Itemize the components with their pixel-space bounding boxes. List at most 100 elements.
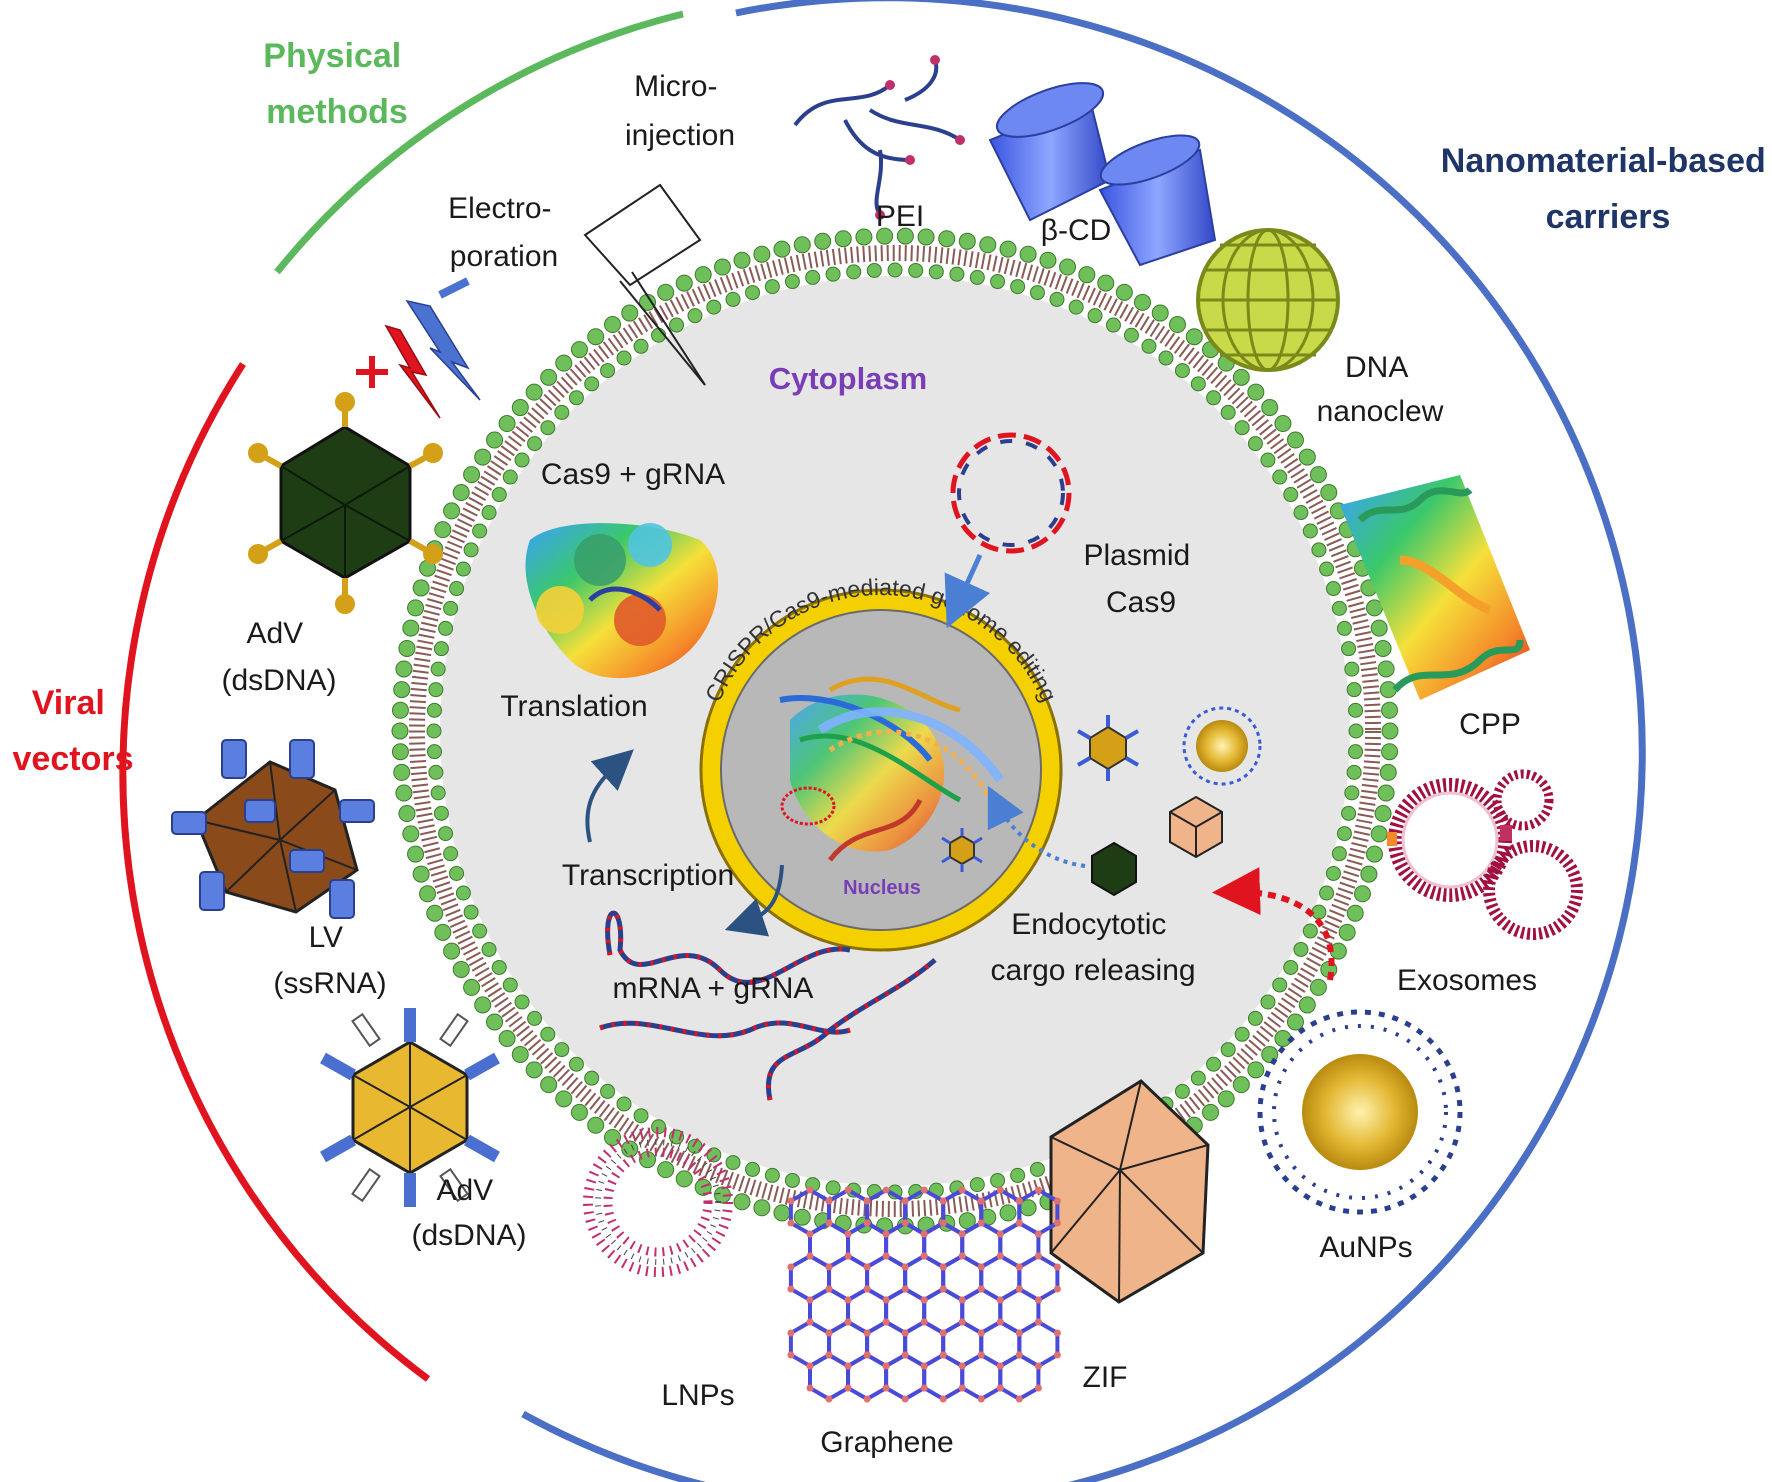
nanomaterial-arc: [521, 0, 1646, 1482]
membrane-bead: [472, 523, 488, 539]
membrane-bead: [426, 702, 442, 718]
membrane-bead: [675, 1170, 693, 1188]
membrane-bead: [438, 620, 454, 636]
graphene-atom: [958, 1296, 966, 1304]
cargo-adv-icon: [1091, 841, 1137, 897]
plasmid-cas9-label: Plasmid Cas9: [1083, 539, 1198, 619]
graphene-atom: [958, 1230, 966, 1238]
membrane-bead: [1348, 702, 1364, 718]
graphene-atom: [1015, 1285, 1023, 1293]
membrane-bead: [669, 317, 685, 333]
membrane-bead: [825, 1180, 841, 1196]
membrane-bead: [568, 390, 584, 406]
membrane-bead: [1286, 1013, 1304, 1031]
membrane-bead: [1260, 994, 1276, 1010]
membrane-bead: [540, 368, 558, 386]
membrane-bead: [603, 316, 621, 334]
membrane-bead: [486, 1013, 504, 1031]
graphene-cells: [787, 1186, 1061, 1403]
membrane-bead: [687, 308, 703, 324]
graphene-atom: [1053, 1351, 1061, 1359]
electroporation-label: Electro- poration: [448, 192, 560, 273]
micro-line-2: injection: [625, 119, 735, 152]
graphene-label: Graphene: [820, 1426, 953, 1459]
graphene-atom: [1053, 1285, 1061, 1293]
membrane-bead: [1220, 1042, 1236, 1058]
membrane-bead: [1377, 660, 1395, 678]
membrane-bead: [753, 245, 771, 263]
cyclodextrin-icon: [988, 82, 1217, 267]
graphene-atom: [1015, 1197, 1023, 1205]
membrane-bead: [793, 1208, 811, 1226]
graphene-atom: [1034, 1362, 1042, 1370]
membrane-bead: [764, 1167, 780, 1183]
membrane-bead: [1360, 865, 1378, 883]
viral-line-1: Viral: [32, 684, 105, 722]
membrane-bead: [1123, 327, 1139, 343]
membrane-bead: [1370, 825, 1388, 843]
membrane-bead: [398, 805, 416, 823]
graphene-atom: [825, 1351, 833, 1359]
membrane-bead: [514, 994, 530, 1010]
membrane-bead: [393, 763, 411, 781]
cargo-gold-particle-icon: [1182, 706, 1262, 786]
graphene-atom: [996, 1362, 1004, 1370]
membrane-bead: [1010, 279, 1026, 295]
membrane-bead: [1379, 763, 1397, 781]
graphene-cell: [922, 1352, 965, 1402]
graphene-atom: [939, 1219, 947, 1227]
membrane-bead: [713, 258, 731, 276]
graphene-atom: [863, 1329, 871, 1337]
membrane-bead: [438, 826, 454, 842]
membrane-bead: [1309, 466, 1327, 484]
aunp-entry-arrow: [1212, 867, 1335, 981]
membrane-bead: [887, 262, 903, 278]
graphene-atom: [996, 1252, 1004, 1260]
membrane-bead: [958, 232, 976, 250]
membrane-bead: [511, 399, 529, 417]
membrane-bead: [1344, 661, 1360, 677]
plasmid-cas9-icon: [950, 432, 1072, 554]
membrane-bead: [1217, 1090, 1235, 1108]
aunps-label: AuNPs: [1319, 1231, 1412, 1264]
graphene-atom: [787, 1285, 795, 1293]
lv-line-2: (ssRNA): [273, 967, 386, 1000]
graphene-atom: [920, 1384, 928, 1392]
membrane-bead: [725, 291, 741, 307]
nano-line-1: Nanomaterial-based: [1441, 142, 1766, 180]
membrane-bead: [525, 1061, 543, 1079]
graphene-atom: [882, 1384, 890, 1392]
membrane-bead: [1365, 845, 1383, 863]
adv-top-virus-icon: [248, 392, 443, 614]
graphene-atom: [939, 1395, 947, 1403]
electroporation-bolt-icon: [356, 277, 481, 419]
mrna-strands-icon: [599, 910, 937, 1101]
graphene-atom: [958, 1362, 966, 1370]
membrane-bead: [398, 639, 416, 657]
membrane-bead: [1320, 484, 1338, 502]
graphene-atom: [996, 1296, 1004, 1304]
membrane-bead: [825, 266, 841, 282]
membrane-bead: [395, 784, 413, 802]
membrane-bead: [1029, 1161, 1045, 1177]
membrane-bead: [434, 521, 452, 539]
graphene-atom: [806, 1296, 814, 1304]
nucleus-envelope-pores: [699, 588, 1063, 952]
graphene-cell: [960, 1352, 1003, 1402]
graphene-atom: [920, 1230, 928, 1238]
membrane-bead: [1346, 764, 1362, 780]
membrane-bead: [498, 1029, 516, 1047]
membrane-bead: [584, 1070, 600, 1086]
membrane-bead: [555, 354, 573, 372]
membrane-bead: [1174, 1083, 1190, 1099]
membrane-bead: [616, 350, 632, 366]
membrane-bead: [1068, 299, 1084, 315]
dna-nanoclew-label: DNA nanoclew: [1317, 351, 1444, 428]
membrane-bead: [472, 923, 488, 939]
graphene-atom: [882, 1252, 890, 1260]
graphene-atom: [958, 1252, 966, 1260]
membrane-bead: [1078, 266, 1096, 284]
membrane-bead: [1341, 805, 1357, 821]
graphene-atom: [901, 1395, 909, 1403]
membrane-bead: [491, 959, 507, 975]
